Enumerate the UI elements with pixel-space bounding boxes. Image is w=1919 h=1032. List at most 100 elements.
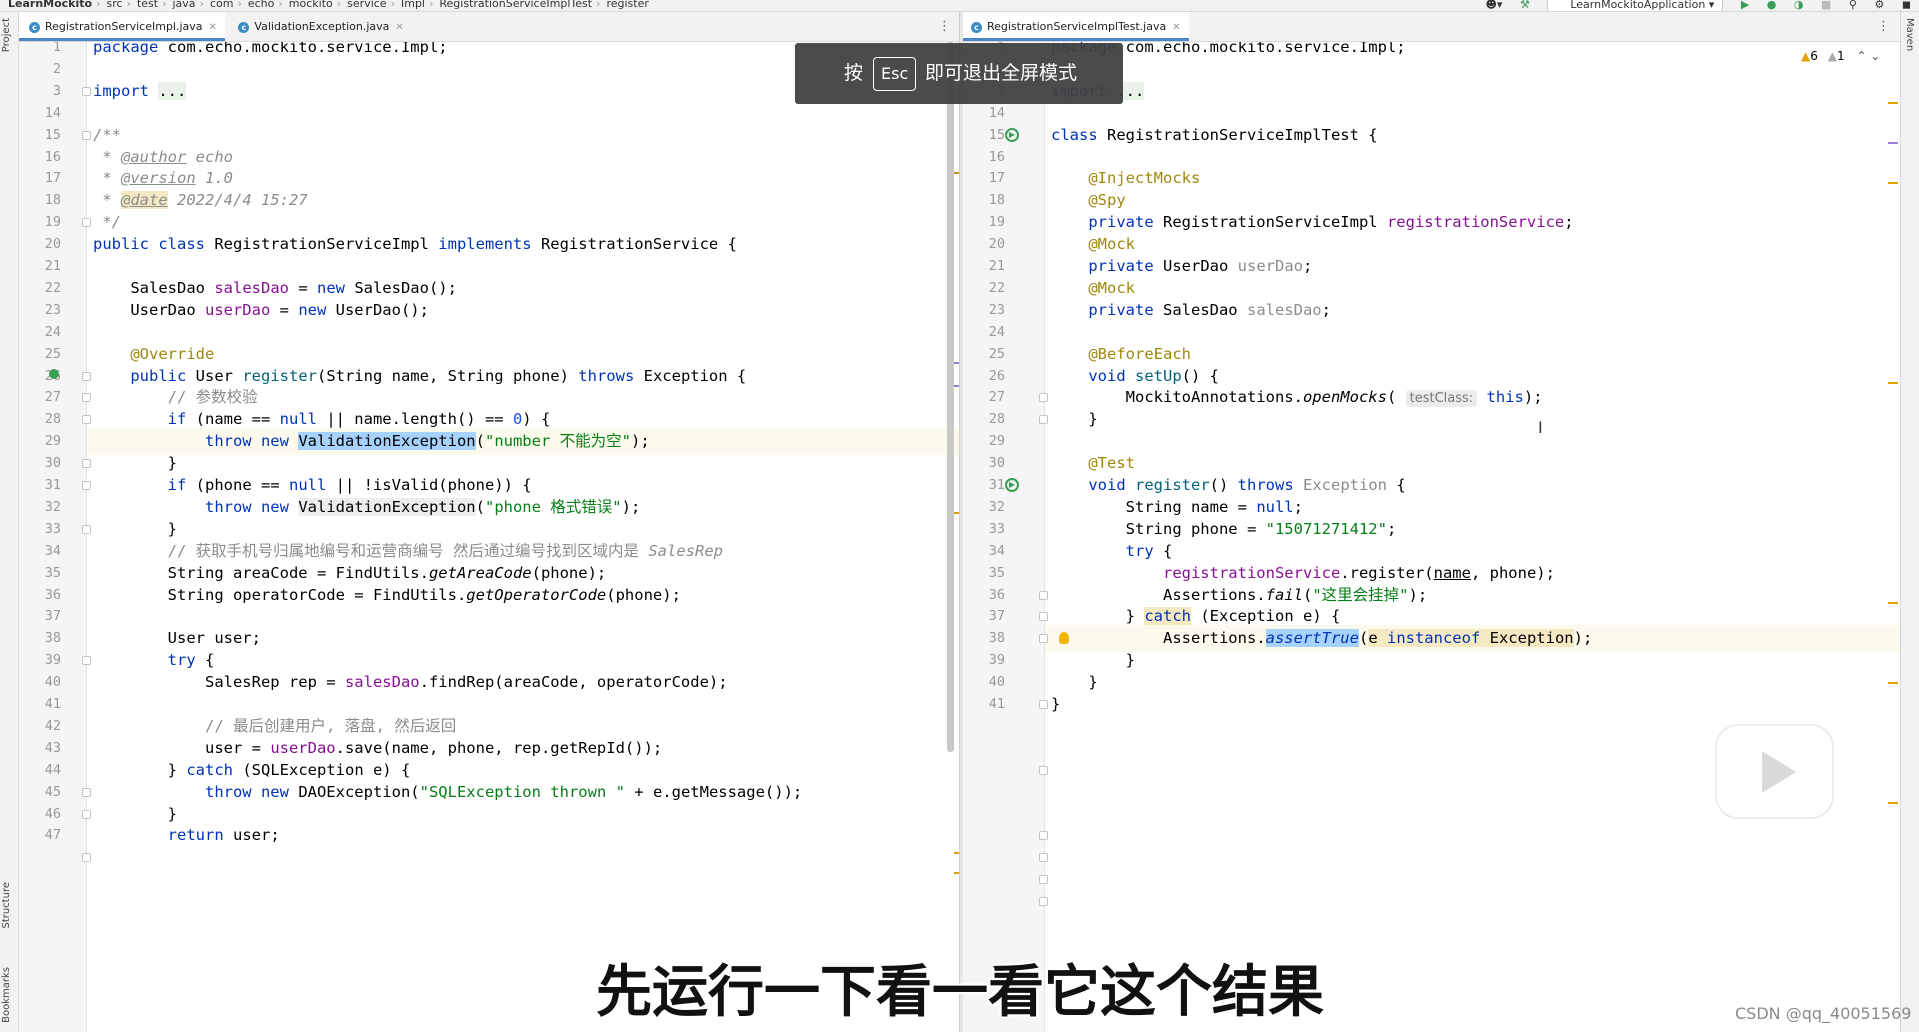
more-options-icon[interactable]: ⋮ <box>1877 19 1890 34</box>
inspection-widget[interactable]: ▲6 ▲1 ⌃ ⌄ <box>1801 49 1881 63</box>
fold-marker-icon[interactable] <box>82 459 91 469</box>
code-line[interactable]: private SalesDao salesDao; <box>1088 300 1331 319</box>
code-line[interactable]: User user; <box>93 629 261 648</box>
breadcrumb-item[interactable]: src <box>106 0 123 10</box>
code-line[interactable]: */ <box>93 213 121 232</box>
code-line[interactable]: SalesDao salesDao = new SalesDao(); <box>93 278 457 297</box>
code-line[interactable]: // 获取手机号归属地编号和运营商编号 然后通过编号找到区域内是 SalesRe… <box>167 541 723 560</box>
code-line[interactable]: * @author echo <box>93 147 233 166</box>
code-line[interactable]: @Mock <box>1088 235 1135 254</box>
code-line[interactable]: } <box>1051 695 1061 713</box>
chevron-down-icon[interactable]: ⌄ <box>1870 49 1881 63</box>
breadcrumb-item[interactable]: LearnMockito <box>8 0 93 10</box>
breadcrumb-item[interactable]: Impl <box>400 0 425 10</box>
code-line[interactable]: package com.echo.mockito.service.Impl; <box>93 42 448 56</box>
code-line[interactable]: SalesRep rep = salesDao.findRep(areaCode… <box>93 673 728 692</box>
chevron-up-icon[interactable]: ⌃ <box>1856 49 1867 63</box>
code-line[interactable]: Assertions.assertTrue(e instanceof Excep… <box>1051 629 1593 648</box>
code-line[interactable]: MockitoAnnotations.openMocks( testClass:… <box>1051 388 1543 408</box>
fold-marker-icon[interactable] <box>82 481 91 490</box>
fold-marker-icon[interactable] <box>1039 897 1048 907</box>
intention-bulb-icon[interactable] <box>1059 632 1069 645</box>
code-line[interactable]: public class RegistrationServiceImpl imp… <box>93 235 737 254</box>
fold-marker-icon[interactable] <box>82 218 91 228</box>
code-line[interactable]: @InjectMocks <box>1088 169 1201 188</box>
breadcrumb-item[interactable]: com <box>209 0 234 10</box>
coverage-icon[interactable]: ◑ <box>1793 0 1804 11</box>
fold-marker-icon[interactable] <box>82 86 91 96</box>
fold-marker-icon[interactable] <box>1039 415 1048 425</box>
code-line[interactable]: // 最后创建用户, 落盘, 然后返回 <box>204 716 457 735</box>
close-icon[interactable]: ✕ <box>1172 22 1181 33</box>
fold-marker-icon[interactable] <box>1039 700 1048 709</box>
code-line[interactable]: String areaCode = FindUtils.getAreaCode(… <box>93 563 607 582</box>
build-hammer-icon[interactable]: ⚒ <box>1519 0 1530 11</box>
code-line[interactable]: throw new DAOException("SQLException thr… <box>204 782 803 801</box>
breadcrumb-item[interactable]: echo <box>247 0 275 10</box>
left-scrollbar[interactable] <box>947 42 954 752</box>
run-test-icon[interactable]: ▶ <box>1005 127 1019 142</box>
code-line[interactable]: return user; <box>167 826 280 845</box>
breadcrumb-item[interactable]: RegistrationServiceImplTest <box>439 0 593 10</box>
code-line[interactable]: try { <box>167 651 215 670</box>
fold-marker-icon[interactable] <box>1039 765 1048 775</box>
ide-logo-icon[interactable]: ◼ <box>1901 0 1911 11</box>
code-line[interactable]: throw new ValidationException("phone 格式错… <box>204 497 641 516</box>
code-line[interactable]: UserDao userDao = new UserDao(); <box>93 300 429 319</box>
breadcrumb-item[interactable]: register <box>606 0 649 10</box>
breadcrumb-item[interactable]: test <box>136 0 159 10</box>
project-tool-button[interactable]: Project <box>1 18 12 53</box>
code-line[interactable]: @Test <box>1088 454 1135 473</box>
code-line[interactable]: @Spy <box>1088 191 1126 210</box>
code-line[interactable]: user = userDao.save(name, phone, rep.get… <box>93 738 663 757</box>
code-line[interactable]: try { <box>1125 541 1173 560</box>
more-options-icon[interactable]: ⋮ <box>938 19 951 34</box>
bookmarks-tool-button[interactable]: Bookmarks <box>1 967 12 1023</box>
code-line[interactable]: registrationService.register(name, phone… <box>1162 563 1555 582</box>
code-line[interactable]: public User register(String name, String… <box>130 366 747 385</box>
code-line[interactable]: } <box>1051 673 1098 692</box>
stop-icon[interactable]: ■ <box>1821 0 1832 11</box>
code-line[interactable]: void setUp() { <box>1088 366 1219 385</box>
code-line[interactable]: String phone = "15071271412"; <box>1051 519 1397 538</box>
run-test-icon[interactable]: ▶ <box>1005 478 1019 492</box>
code-line[interactable]: if (phone == null || !isValid(phone)) { <box>167 476 532 494</box>
code-line[interactable]: * @date 2022/4/4 15:27 <box>93 191 308 210</box>
code-line[interactable]: import ... <box>93 81 187 100</box>
fold-marker-icon[interactable] <box>1039 831 1048 841</box>
fold-marker-icon[interactable] <box>82 853 91 863</box>
code-line[interactable]: } <box>1051 651 1135 670</box>
search-icon[interactable]: ⚲ <box>1848 0 1857 11</box>
code-line[interactable]: void register() throws Exception { <box>1088 476 1406 494</box>
breadcrumb-item[interactable]: service <box>347 0 387 10</box>
code-line[interactable]: throw new ValidationException("number 不能… <box>204 432 650 451</box>
fold-marker-icon[interactable] <box>82 809 91 819</box>
fold-marker-icon[interactable] <box>1039 393 1048 403</box>
fold-marker-icon[interactable] <box>1039 875 1048 885</box>
fold-marker-icon[interactable] <box>1039 853 1048 863</box>
code-line[interactable]: String operatorCode = FindUtils.getOpera… <box>93 585 681 604</box>
fold-marker-icon[interactable] <box>1039 612 1048 622</box>
code-line[interactable]: Assertions.fail("这里会挂掉"); <box>1051 585 1428 604</box>
run-configuration-select[interactable]: LearnMockitoApplication ▾ <box>1547 0 1724 11</box>
run-icon[interactable]: ▶ <box>1740 0 1750 11</box>
gear-icon[interactable]: ⚙ <box>1874 0 1885 11</box>
debug-icon[interactable]: ● <box>1766 0 1777 11</box>
code-line[interactable]: @Mock <box>1088 278 1135 297</box>
code-line[interactable]: * @version 1.0 <box>93 169 233 188</box>
breadcrumb-item[interactable]: java <box>172 0 196 10</box>
fold-marker-icon[interactable] <box>1039 590 1048 600</box>
fold-marker-icon[interactable] <box>82 393 91 403</box>
close-icon[interactable]: ✕ <box>208 22 217 33</box>
close-icon[interactable]: ✕ <box>395 22 404 33</box>
code-line[interactable]: class RegistrationServiceImplTest { <box>1051 125 1378 144</box>
code-line[interactable]: if (name == null || name.length() == 0) … <box>167 410 551 429</box>
fold-marker-icon[interactable] <box>82 415 91 425</box>
fold-marker-icon[interactable] <box>1039 634 1048 644</box>
breadcrumb-item[interactable]: mockito <box>288 0 333 10</box>
